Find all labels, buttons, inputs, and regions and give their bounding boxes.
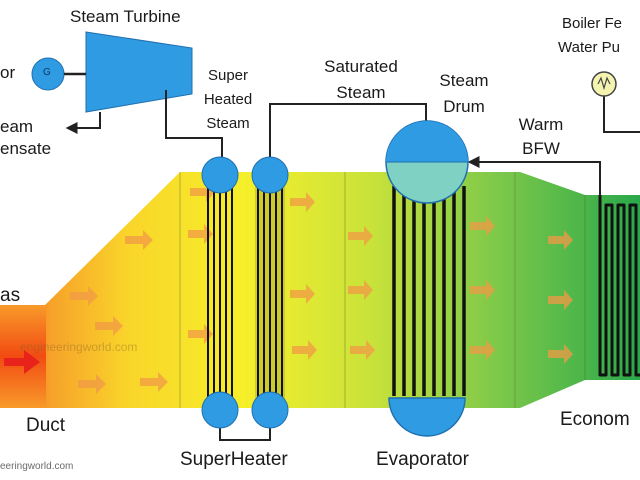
- pump-lamp-icon: [591, 71, 617, 97]
- label-steam-drum-1: Steam: [439, 71, 489, 90]
- duct-casing: [0, 172, 640, 408]
- gas-inlet: [0, 305, 46, 408]
- label-superheated-steam-2: Heated: [203, 91, 253, 108]
- label-superheated-steam-3: Steam: [206, 115, 250, 132]
- superheater-tubes-2: [257, 180, 283, 398]
- mud-drum: [388, 397, 466, 437]
- superheater-tubes-1: [207, 180, 233, 398]
- label-evaporator: Evaporator: [376, 449, 469, 470]
- warm-bfw-line: [467, 156, 601, 195]
- label-saturated-steam-1: Saturated: [324, 57, 398, 76]
- label-boiler-feed-water-pump-1: Boiler Fe: [562, 15, 623, 32]
- superheater-bottom-link: [219, 425, 271, 441]
- generator-symbol: G: [43, 67, 51, 78]
- section-dividers: [179, 172, 586, 408]
- feed-water-line: [603, 96, 640, 133]
- condensate-line: [65, 112, 101, 134]
- saturated-steam-line: [269, 103, 427, 160]
- watermark-bottom: eeringworld.com: [0, 461, 74, 472]
- gas-flow-arrows: [70, 182, 573, 394]
- economizer-coil: [598, 195, 640, 377]
- label-warm-bfw-2: BFW: [522, 139, 560, 158]
- label-superheated-steam-1: Super: [207, 67, 249, 84]
- label-boiler-feed-water-pump-2: Water Pu: [558, 39, 620, 56]
- label-steam-turbine: Steam Turbine: [70, 7, 181, 26]
- label-steam-condensate-2: ensate: [0, 139, 52, 158]
- label-steam-condensate-1: eam: [0, 117, 34, 136]
- watermark-center: engineeringworld.com: [20, 340, 138, 354]
- label-generator: or: [0, 63, 16, 82]
- label-gas: as: [0, 285, 21, 306]
- label-duct: Duct: [26, 415, 66, 436]
- evaporator-tubes: [392, 186, 466, 396]
- label-steam-drum-2: Drum: [443, 97, 485, 116]
- steam-drum: [385, 120, 469, 204]
- superheater-header-bottom-2: [251, 391, 289, 429]
- superheated-steam-line: [165, 90, 223, 160]
- label-economizer: Econom: [560, 409, 630, 430]
- label-warm-bfw-1: Warm: [518, 115, 564, 134]
- superheater-header-bottom-1: [201, 391, 239, 429]
- superheater-header-top-1: [201, 156, 239, 194]
- steam-turbine: [85, 31, 193, 113]
- label-superheater: SuperHeater: [180, 449, 288, 470]
- gas-inlet-arrow: [4, 350, 40, 374]
- label-saturated-steam-2: Steam: [336, 83, 386, 102]
- superheater-header-top-2: [251, 156, 289, 194]
